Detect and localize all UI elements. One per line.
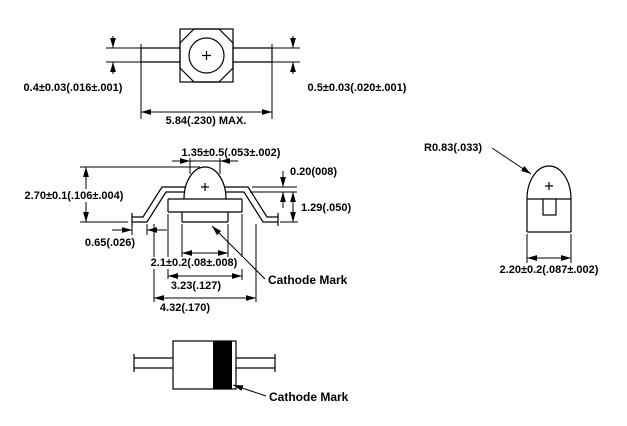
bottom-left-lead	[133, 354, 173, 372]
dim-overall-height-label: 2.70±0.1(.106±.004)	[25, 190, 124, 202]
bottom-view: Cathode Mark	[133, 340, 349, 404]
dim-dome-top-width-label: 1.35±0.5(.053±.002)	[182, 147, 281, 159]
dim-lead-span-label: 4.32(.170)	[160, 302, 210, 314]
top-view-package-outline	[140, 28, 273, 83]
side-view: R0.83(.033) 2.20±0.2(.087±.002)	[424, 142, 599, 276]
dim-text-mask	[16, 189, 132, 202]
dim-body-width-label: 2.1±0.2(.08±.008)	[151, 257, 238, 269]
side-lead-tab	[542, 198, 557, 216]
cathode-mark-label: Cathode Mark	[269, 390, 349, 404]
dim-dome-radius-label: R0.83(.033)	[424, 142, 482, 154]
top-view-left-lead	[140, 47, 180, 63]
front-view: 2.70±0.1(.106±.004) 2.1±0.2(.08±.008) 3.…	[16, 147, 351, 314]
dim-text-mask	[146, 257, 243, 269]
cathode-band	[213, 341, 232, 389]
dim-lead-thickness-label: 0.20(008)	[290, 166, 337, 178]
bottom-right-lead	[236, 354, 276, 372]
radius-leader-arrow	[491, 147, 532, 175]
cathode-mark-leader-arrow	[232, 384, 267, 397]
front-view-dimension-lines	[80, 158, 298, 302]
front-right-lead	[225, 186, 279, 226]
package-octagon	[179, 28, 234, 83]
bottom-view-package-outline	[133, 340, 276, 390]
dim-foot-length-label: 0.65(.026)	[85, 237, 135, 249]
cathode-mark-leader-arrow	[211, 225, 266, 280]
cathode-mark-label: Cathode Mark	[268, 273, 348, 287]
top-view: 0.4±0.03(.016±.001) 0.5±0.03(.020±.001) …	[24, 28, 407, 127]
dim-lead-bend-height-label: 1.29(.050)	[301, 202, 351, 214]
lens-circle	[188, 37, 225, 74]
dim-overall-length-label: 5.84(.230) MAX.	[166, 115, 247, 127]
side-view-package-outline	[526, 165, 572, 233]
front-body-base	[181, 212, 229, 223]
side-view-dimension-lines	[491, 147, 572, 263]
polarity-cross-icon	[545, 182, 553, 190]
dim-side-width-label: 2.20±0.2(.087±.002)	[500, 264, 599, 276]
front-left-lead	[131, 186, 185, 226]
front-view-package-outline	[131, 166, 279, 226]
polarity-cross-icon	[201, 183, 209, 191]
dim-lead-width-left-label: 0.4±0.03(.016±.001)	[24, 82, 123, 94]
bottom-view-leader	[232, 384, 267, 397]
polarity-cross-icon	[202, 51, 211, 60]
top-view-right-lead	[233, 47, 273, 63]
dim-text-mask	[167, 279, 227, 291]
front-dome	[183, 166, 227, 200]
dim-flange-width-label: 3.23(.127)	[171, 280, 221, 292]
side-dome	[526, 165, 572, 200]
front-flange	[167, 198, 243, 213]
top-view-dimension-lines	[106, 36, 300, 119]
dim-lead-width-right-label: 0.5±0.03(.020±.001)	[308, 82, 407, 94]
